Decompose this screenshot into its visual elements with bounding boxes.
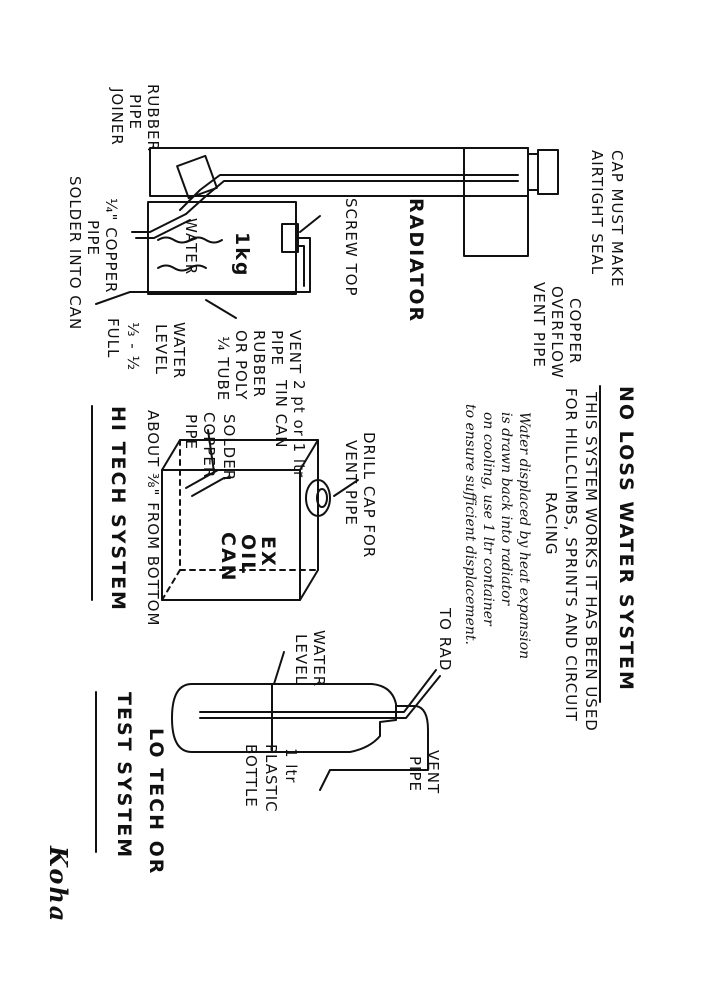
solder-pointer xyxy=(207,429,215,473)
can-can-label: CAN xyxy=(217,532,239,583)
can-water-level xyxy=(157,264,207,272)
note-line2: is drawn back into radiator xyxy=(498,412,514,607)
solder-label-line1: SOLDER xyxy=(220,414,238,481)
lo-level-label-line2: LEVEL xyxy=(292,634,310,685)
oil-can-cap-inner xyxy=(316,488,328,508)
copper-pipe-label-line1: ¼" COPPER xyxy=(102,198,120,293)
radiator-cap xyxy=(527,153,539,191)
screw-top-pointer xyxy=(299,215,321,233)
overflow-label-line1: COPPER xyxy=(566,298,584,364)
oil-can-dashed-edge xyxy=(161,439,319,601)
bottle-label-line1: 1 ltr xyxy=(282,748,300,784)
vent-pipe-from-can-2 xyxy=(297,245,305,287)
hi-tech-copper-pipe xyxy=(185,469,231,489)
radiator-header-tank xyxy=(463,147,529,257)
lo-tech-title-line2: TEST SYSTEM xyxy=(113,692,135,859)
tube-label-line2: OR POLY xyxy=(232,330,250,400)
oil-can-side xyxy=(161,439,319,471)
overflow-label-line3: VENT PIPE xyxy=(530,282,548,368)
drill-pointer xyxy=(333,479,359,497)
radiator-title: RADIATOR xyxy=(405,198,427,323)
bottle-label-line2: PLASTIC xyxy=(262,744,280,813)
joiner-label-line2: PIPE xyxy=(126,94,144,130)
solder-label-line2: COPPER xyxy=(200,412,218,478)
solder-label-line3: PIPE xyxy=(182,414,200,450)
lo-level-label-line1: WATER xyxy=(310,630,328,687)
signature: Koha xyxy=(44,845,73,923)
hi-tech-copper-pipe-2 xyxy=(191,477,231,497)
intro-line3: RACING xyxy=(542,492,560,556)
drill-label-line1: DRILL CAP FOR xyxy=(360,432,378,558)
overflow-vent-pipe xyxy=(179,174,519,211)
to-rad-label: TO RAD xyxy=(436,607,454,671)
screw-top-label: SCREW TOP xyxy=(342,198,360,297)
copper-pipe-label-line2: PIPE xyxy=(84,220,102,256)
lo-tech-title-line1: LO TECH OR xyxy=(145,728,167,875)
drill-label-line2: VENT PIPE xyxy=(342,440,360,526)
water-level-label-line1: WATER xyxy=(170,322,188,379)
radiator-cap-top xyxy=(537,149,559,195)
vent-pipe-label-line2: PIPE xyxy=(268,330,286,366)
lo-tech-to-rad-pipe-2 xyxy=(199,675,441,719)
lo-tech-vent-pipe xyxy=(319,705,429,791)
can-size-label: 1kg xyxy=(231,232,253,277)
level-pointer xyxy=(273,651,285,685)
intro-line1: THIS SYSTEM WORKS IT HAS BEEN USED xyxy=(582,391,600,732)
plastic-bottle xyxy=(171,683,397,753)
radiator-tank xyxy=(149,147,529,197)
joiner-label-line3: JOINER xyxy=(108,87,126,146)
water-level-label-line4: FULL xyxy=(104,318,122,358)
copper-pipe-into-can xyxy=(131,213,187,233)
tube-label-line3: ¼ TUBE xyxy=(214,336,232,401)
note-line4: to ensure sufficient displacement. xyxy=(462,404,478,645)
solder-label: SOLDER INTO CAN xyxy=(66,176,84,330)
note-line1: Water displaced by heat expansion xyxy=(516,412,532,659)
rubber-pipe-joiner xyxy=(176,154,218,200)
intro-line2: FOR HILLCLIMBS, SPRINTS AND CIRCUIT xyxy=(562,388,580,722)
bottle-label-line3: BOTTLE xyxy=(242,744,260,808)
oil-can-cap xyxy=(305,479,331,517)
cap-note-line1: CAP MUST MAKE xyxy=(608,150,626,287)
tube-pointer xyxy=(205,299,237,319)
lo-tech-assembly xyxy=(171,651,441,791)
page-title: NO LOSS WATER SYSTEM xyxy=(615,386,637,692)
hi-tech-assembly xyxy=(161,429,359,601)
solder-label-line4: ABOUT ⅜" FROM BOTTOM xyxy=(144,410,162,626)
radiator-assembly xyxy=(95,147,559,319)
tin-can-label-line1: 2 pt or 1 ltr xyxy=(290,380,308,478)
can-water-level-2 xyxy=(157,236,223,244)
tube-label-line1: RUBBER xyxy=(250,330,268,398)
joiner-label-line1: RUBBER xyxy=(144,84,162,152)
can-oil-label: OIL xyxy=(237,534,259,575)
oil-can-edge xyxy=(299,439,319,601)
vent-pipe-label-line1: VENT xyxy=(286,330,304,374)
water-level-label-line3: ⅓ - ½ xyxy=(124,322,142,371)
tin-can-label-line2: TIN CAN xyxy=(272,379,290,449)
lo-vent-label-line1: VENT xyxy=(424,750,442,794)
catch-can xyxy=(147,201,297,295)
overflow-label-line2: OVERFLOW xyxy=(548,286,566,379)
copper-pipe-into-can-2 xyxy=(135,219,191,239)
note-line3: on cooling, use 1 ltr container xyxy=(480,412,496,627)
vent-pipe-from-can xyxy=(95,237,311,305)
lo-tech-to-rad-pipe xyxy=(199,669,437,713)
can-water-label: WATER xyxy=(182,218,200,275)
lo-vent-label-line2: PIPE xyxy=(406,756,424,792)
can-ex-label: EX xyxy=(257,536,279,568)
hi-tech-title: HI TECH SYSTEM xyxy=(107,406,129,612)
water-level-label-line2: LEVEL xyxy=(152,324,170,375)
cap-note-line2: AIRTIGHT SEAL xyxy=(588,150,606,275)
